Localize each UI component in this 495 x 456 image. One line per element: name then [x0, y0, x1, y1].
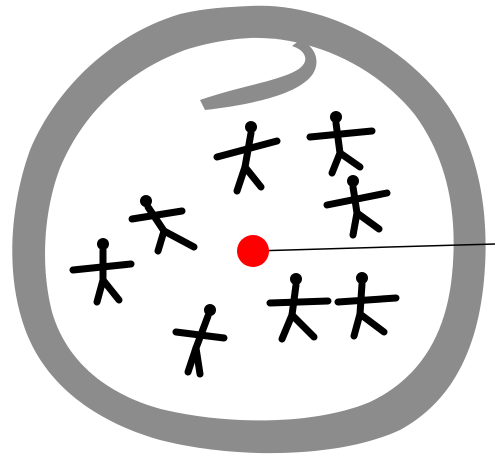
enclosure-ring: [12, 6, 485, 453]
center-point: [237, 235, 269, 267]
